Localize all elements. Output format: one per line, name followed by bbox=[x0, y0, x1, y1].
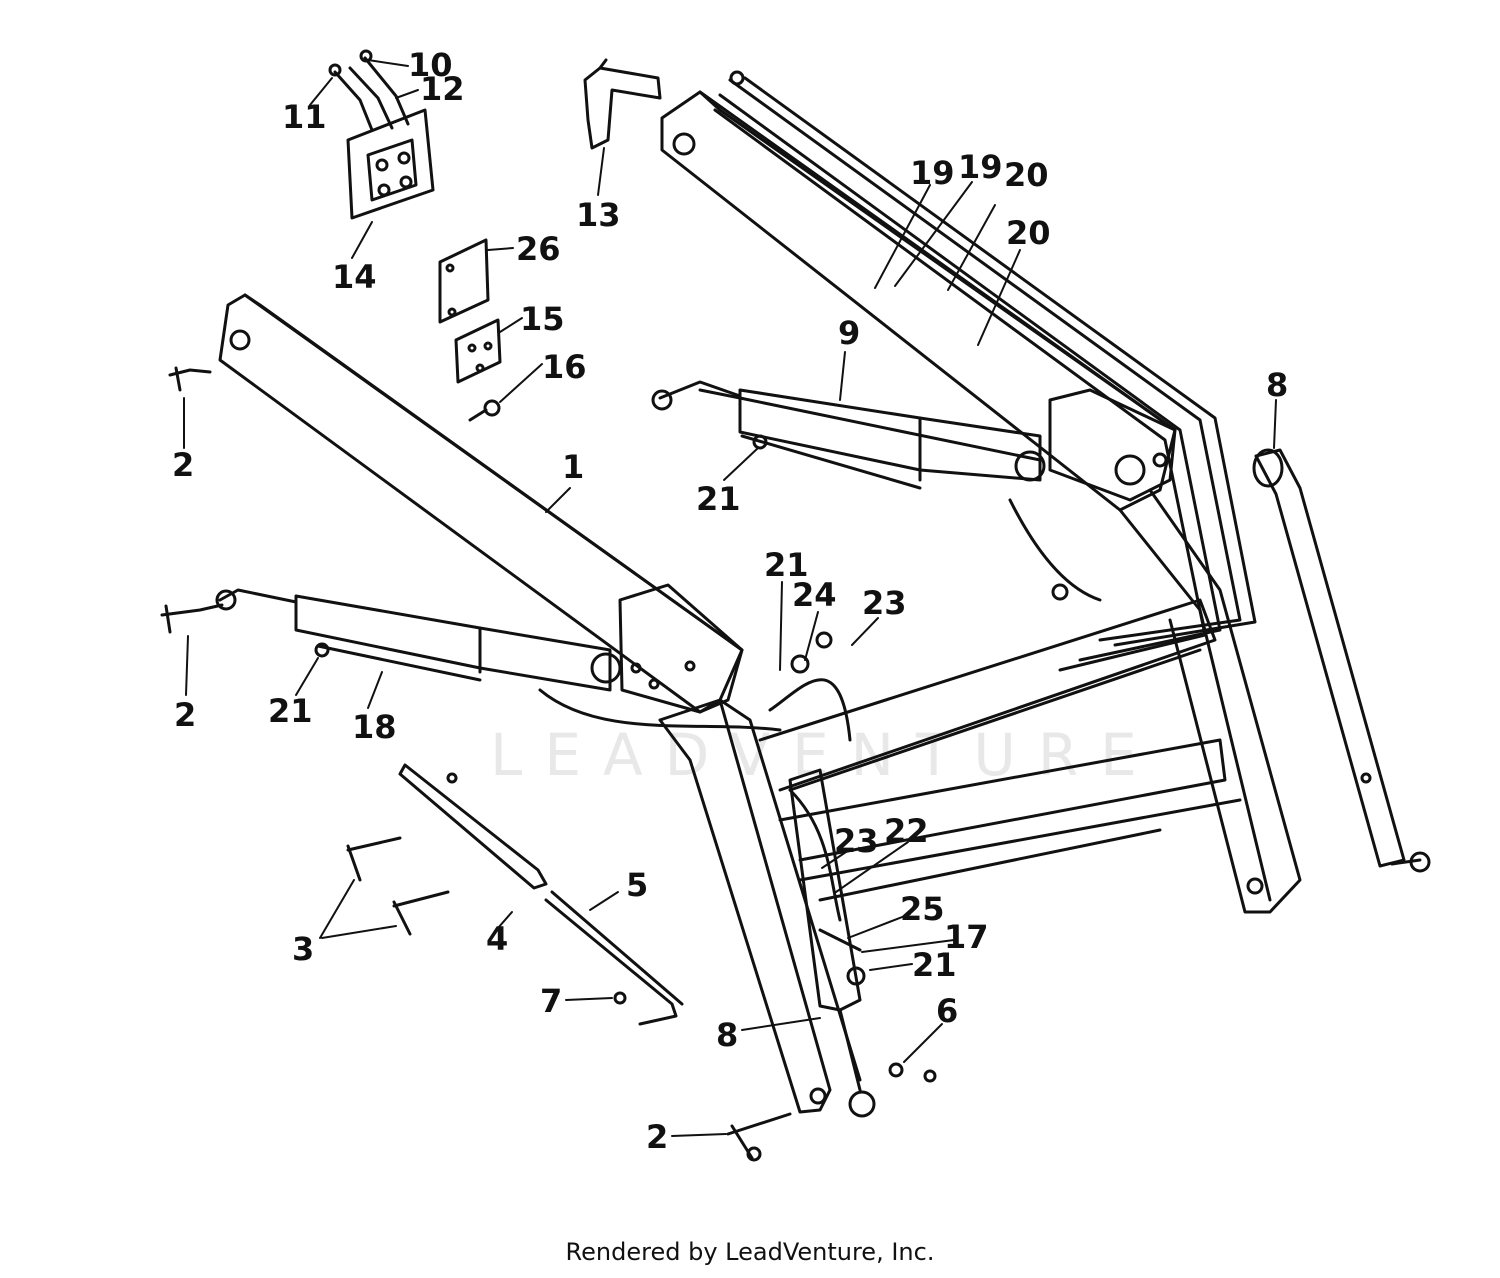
part-18-cylinder-lower bbox=[215, 588, 782, 732]
callout-23-lower: 23 bbox=[834, 822, 879, 860]
callout-7: 7 bbox=[540, 982, 562, 1020]
part-2-pin-left-lower bbox=[160, 603, 224, 634]
callout-6: 6 bbox=[936, 992, 958, 1030]
part-14-valve-block bbox=[328, 49, 435, 220]
part-hoses bbox=[768, 498, 1102, 986]
part-26-plate bbox=[438, 238, 490, 324]
callout-23-upper: 23 bbox=[862, 584, 907, 622]
callout-9: 9 bbox=[838, 314, 860, 352]
callout-4: 4 bbox=[486, 920, 508, 958]
callout-5: 5 bbox=[626, 866, 648, 904]
part-15-plate bbox=[454, 318, 502, 384]
callout-19-second: 19 bbox=[958, 148, 1003, 186]
callout-21-upper: 21 bbox=[696, 480, 741, 518]
part-13-bracket bbox=[583, 58, 662, 150]
callout-2-upper: 2 bbox=[172, 446, 194, 484]
callout-1: 1 bbox=[562, 448, 584, 486]
callout-25: 25 bbox=[900, 890, 945, 928]
callout-2-bottom: 2 bbox=[646, 1118, 668, 1156]
callout-12: 12 bbox=[420, 70, 465, 108]
part-16-fitting bbox=[468, 399, 501, 422]
part-upper-boom-arm bbox=[660, 90, 1177, 512]
part-7-clip bbox=[613, 991, 627, 1005]
callout-24: 24 bbox=[792, 576, 837, 614]
callout-22: 22 bbox=[884, 812, 929, 850]
callout-17: 17 bbox=[944, 918, 989, 956]
callout-21-center: 21 bbox=[764, 546, 809, 584]
callout-2-lower: 2 bbox=[174, 696, 196, 734]
part-3-pins bbox=[346, 836, 450, 936]
callout-8-right: 8 bbox=[1266, 366, 1288, 404]
part-4-rod bbox=[398, 763, 548, 890]
callouts: 10 11 12 13 14 19 19 20 20 26 15 16 9 2 … bbox=[172, 46, 1288, 1156]
callout-21-lower: 21 bbox=[268, 692, 313, 730]
part-2-pin-bottom bbox=[726, 1112, 792, 1162]
callout-11: 11 bbox=[282, 98, 327, 136]
callout-10: 10 bbox=[408, 46, 453, 84]
callout-26: 26 bbox=[516, 230, 561, 268]
part-6-clip bbox=[888, 1062, 937, 1083]
leader-lines bbox=[183, 59, 1277, 1137]
callout-19-first: 19 bbox=[910, 154, 955, 192]
callout-13: 13 bbox=[576, 196, 621, 234]
callout-18: 18 bbox=[352, 708, 397, 746]
callout-14: 14 bbox=[332, 258, 377, 296]
part-9-cylinder-upper bbox=[651, 380, 1046, 490]
callout-16: 16 bbox=[542, 348, 587, 386]
part-5-lever bbox=[544, 890, 684, 1026]
callout-20-first: 20 bbox=[1004, 156, 1049, 194]
part-8-cylinder-lower bbox=[788, 768, 876, 1118]
part-frame-upright-right bbox=[1118, 488, 1302, 914]
part-frame-upright-left bbox=[658, 698, 862, 1114]
footer-credit: Rendered by LeadVenture, Inc. bbox=[565, 1238, 935, 1266]
callout-3: 3 bbox=[292, 930, 314, 968]
callout-8-lower: 8 bbox=[716, 1016, 738, 1054]
callout-20-second: 20 bbox=[1006, 214, 1051, 252]
part-8-cylinder-right bbox=[1252, 448, 1431, 873]
callout-21-bottom: 21 bbox=[912, 946, 957, 984]
callout-15: 15 bbox=[520, 300, 565, 338]
part-2-pin-left-upper bbox=[168, 366, 212, 392]
